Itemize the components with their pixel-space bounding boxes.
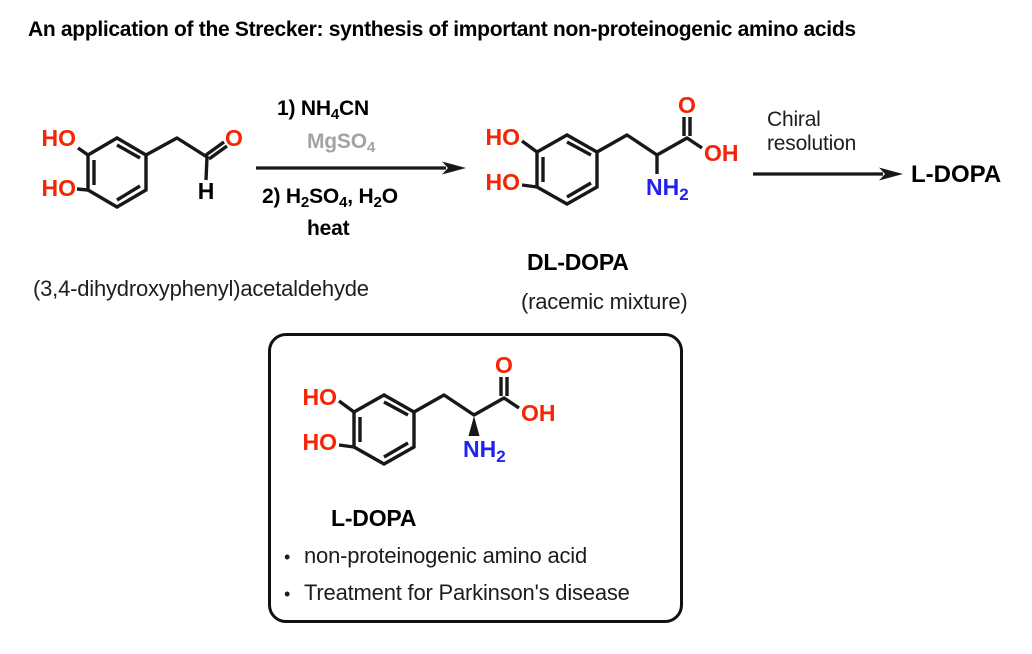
bullet-marker: • (284, 584, 291, 604)
carboxyl-double-bond (682, 117, 692, 136)
chiral-resolution-label: Chiral resolution (767, 108, 856, 156)
reagent-step2: 2) H2SO4, H2O (262, 185, 398, 211)
ho-bottom-label: HO (42, 175, 77, 201)
amine-label: NH2 (646, 174, 689, 204)
amine-nh: NH (646, 174, 679, 200)
reagent-step2-text2: SO (309, 185, 340, 208)
ho-top-label: HO (303, 384, 338, 410)
reagent-step1-subscript: 4 (330, 105, 340, 123)
reagent-step2-sub1: 2 (300, 193, 310, 211)
racemic-note: (racemic mixture) (521, 289, 688, 314)
aldehyde-h-label: H (198, 178, 215, 204)
hydroxyl-bonds (520, 139, 539, 189)
bullet-text: non-proteinogenic amino acid (304, 543, 588, 568)
reagent-step1-text: 1) NH (277, 97, 331, 120)
ring-double-bonds (92, 143, 141, 202)
ho-bottom-label: HO (486, 169, 521, 195)
ho-top-label: HO (486, 124, 521, 150)
figure-title: An application of the Strecker: synthesi… (28, 18, 856, 41)
reactant-caption: (3,4-dihydroxyphenyl)acetaldehyde (33, 276, 369, 301)
ho-bottom-label: HO (303, 429, 338, 455)
ring-double-bonds (541, 140, 592, 199)
carboxyl-o-label: O (495, 352, 513, 378)
carbonyl-double-bond (205, 140, 228, 161)
bullet-item-2: • Treatment for Parkinson's disease (284, 580, 630, 606)
aldehyde-ch-bond (204, 156, 209, 181)
infobox-molecule-name: L-DOPA (331, 505, 417, 531)
stereo-wedge-bond (468, 416, 480, 436)
reaction-arrow-2 (753, 167, 903, 181)
dl-dopa-name: DL-DOPA (527, 249, 629, 275)
reaction-arrow-1 (256, 161, 466, 175)
bullet-marker: • (284, 547, 291, 567)
carbonyl-o-label: O (225, 125, 243, 151)
reagent-step2-text: 2) H (262, 185, 301, 208)
final-product-label: L-DOPA (911, 161, 1002, 188)
carboxyl-double-bond (499, 377, 509, 396)
bullet-text: Treatment for Parkinson's disease (304, 580, 630, 605)
drying-agent-subscript: 4 (366, 138, 376, 156)
carboxyl-oh-label: OH (704, 140, 739, 166)
reagent-step2-text4: O (381, 185, 398, 208)
amine-label: NH2 (463, 436, 506, 466)
side-chain-bonds (595, 133, 689, 157)
reagent-step1: 1) NH4CN (277, 97, 369, 123)
amine-subscript: 2 (496, 447, 505, 466)
reagent-step2-sub3: 2 (373, 193, 382, 211)
reaction-arrow-1-head (442, 161, 466, 175)
carboxyl-oh-bond (503, 396, 520, 410)
benzene-ring (352, 393, 416, 466)
reagent-step2-text3: , H (347, 185, 374, 208)
ho-top-label: HO (42, 125, 77, 151)
carboxyl-oh-bond (686, 136, 703, 150)
chiral-resolution-line2: resolution (767, 132, 857, 155)
reagent-step1-text2: CN (339, 97, 369, 120)
carboxyl-oh-label: OH (521, 400, 556, 426)
chiral-resolution-line1: Chiral (767, 108, 821, 131)
bullet-item-1: • non-proteinogenic amino acid (284, 543, 587, 569)
l-dopa-structure: HO HO O OH NH2 (303, 352, 556, 466)
carboxyl-o-label: O (678, 92, 696, 118)
side-chain-bonds (412, 393, 506, 417)
ch2-chain-bonds (144, 136, 209, 159)
hydroxyl-bonds (76, 146, 89, 192)
l-dopa-infobox (268, 333, 683, 623)
benzene-ring (86, 136, 148, 209)
amine-subscript: 2 (679, 185, 688, 204)
dl-dopa-structure: HO HO O OH NH2 (486, 92, 739, 206)
hydroxyl-bonds (337, 399, 356, 449)
reagent-drying-agent: MgSO4 (307, 130, 376, 156)
reagent-step2-sub2: 4 (339, 193, 348, 211)
drying-agent-text: MgSO (307, 130, 367, 153)
reaction-arrow-2-head (879, 167, 903, 181)
reactant-structure: HO HO O H (42, 125, 243, 209)
benzene-ring (535, 133, 599, 206)
amine-nh: NH (463, 436, 496, 462)
ring-double-bonds (358, 400, 409, 459)
reagent-heat: heat (307, 217, 350, 240)
